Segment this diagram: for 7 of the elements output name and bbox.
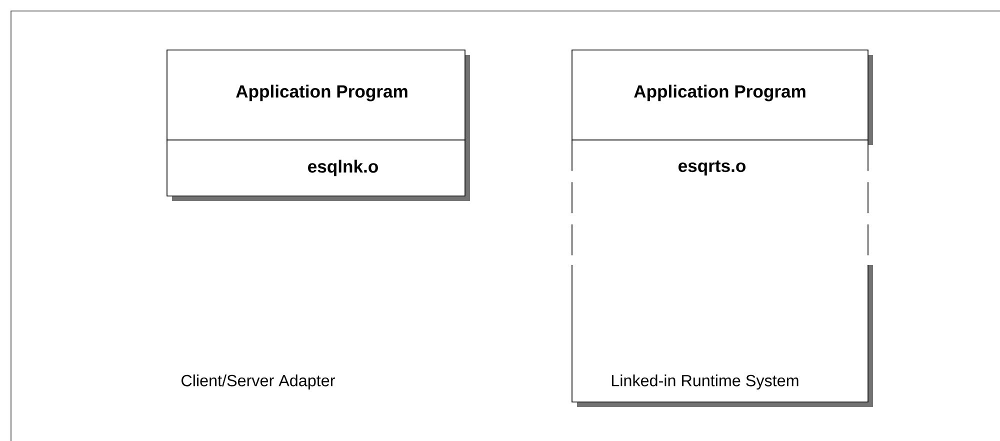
- program-box: Application Program: [572, 50, 873, 145]
- program-box: Application Program: [166, 50, 470, 145]
- caption: Client/Server Adapter: [182, 374, 335, 390]
- module-box: esqlnk.o: [166, 140, 470, 201]
- node-label: Application Program: [236, 84, 408, 102]
- node-label: Application Program: [634, 84, 806, 102]
- caption: Linked-in Runtime System: [612, 374, 798, 390]
